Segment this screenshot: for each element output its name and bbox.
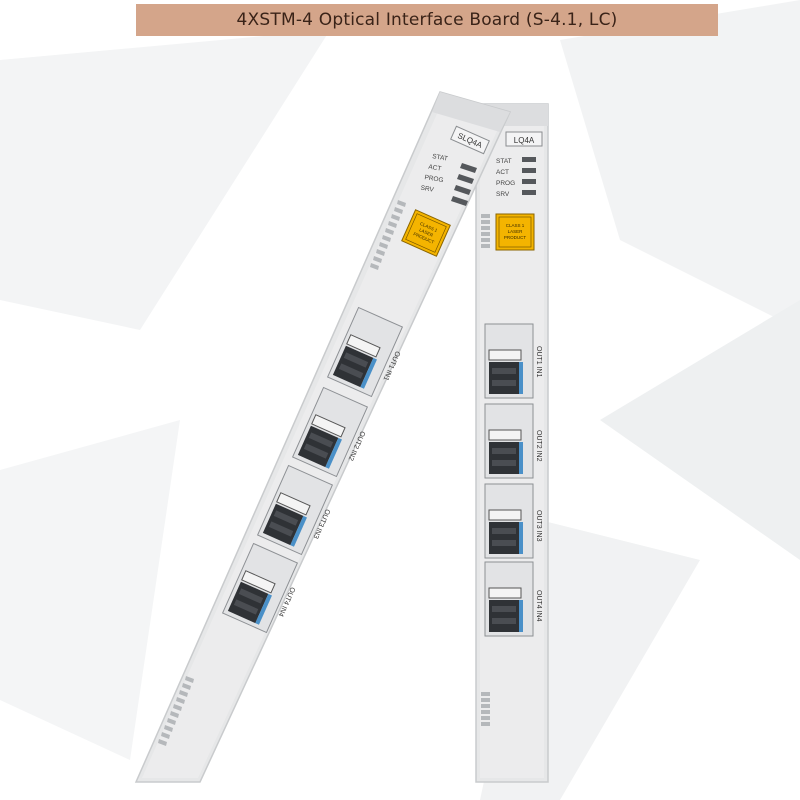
page-title: 4XSTM-4 Optical Interface Board (S-4.1, … (136, 4, 718, 36)
board-name-label: LQ4A (514, 136, 535, 145)
svg-text:PRODUCT: PRODUCT (504, 235, 527, 240)
led-label: STAT (496, 158, 512, 165)
optical-port-2: OUT2 IN2 (291, 386, 369, 478)
port-label: OUT4 IN4 (535, 590, 542, 622)
laser-warning-label: CLASS 1 LASER PRODUCT (495, 213, 535, 251)
board-slq4a: SLQ4A STAT ACT PROG SRV (134, 91, 512, 783)
optical-port-4: OUT4 IN4 (484, 561, 542, 637)
optical-port-4: OUT4 IN4 (221, 542, 299, 634)
optical-port-1: OUT1 IN1 (326, 306, 404, 398)
svg-text:LASER: LASER (418, 227, 434, 238)
vent-slots (481, 692, 490, 726)
laser-warning-label: CLASS 1 LASER PRODUCT (401, 209, 451, 257)
led-label: PROG (496, 180, 515, 187)
led-indicator (522, 190, 536, 195)
led-label: ACT (428, 164, 442, 173)
port-label: OUT2 IN2 (535, 430, 542, 462)
led-indicator (451, 196, 468, 206)
led-indicator (522, 157, 536, 162)
led-indicator (457, 174, 474, 184)
led-panel: STAT ACT PROG SRV (420, 153, 477, 206)
optical-port-3: OUT3 IN3 (484, 483, 542, 559)
optical-port-1: OUT1 IN1 (484, 323, 542, 399)
optical-port-3: OUT3 IN3 (256, 464, 334, 556)
svg-text:LASER: LASER (508, 229, 524, 234)
vent-slots (370, 200, 406, 270)
led-panel: STAT ACT PROG SRV (496, 157, 536, 198)
led-indicator (454, 185, 471, 195)
led-indicator (522, 179, 536, 184)
led-label: SRV (496, 191, 510, 198)
port-label: OUT3 IN3 (535, 510, 542, 542)
led-indicator (460, 163, 477, 173)
led-indicator (522, 168, 536, 173)
led-label: STAT (432, 153, 449, 163)
led-label: PROG (424, 174, 444, 184)
optical-port-2: OUT2 IN2 (484, 403, 542, 479)
vent-slots (158, 676, 194, 746)
board-lq4a: LQ4A STAT ACT PROG SRV CLASS 1 LASER PRO… (475, 103, 549, 783)
led-label: SRV (420, 185, 435, 194)
port-label: OUT1 IN1 (535, 346, 542, 378)
vent-slots (481, 214, 490, 248)
led-label: ACT (496, 169, 509, 176)
svg-text:CLASS 1: CLASS 1 (506, 223, 525, 228)
